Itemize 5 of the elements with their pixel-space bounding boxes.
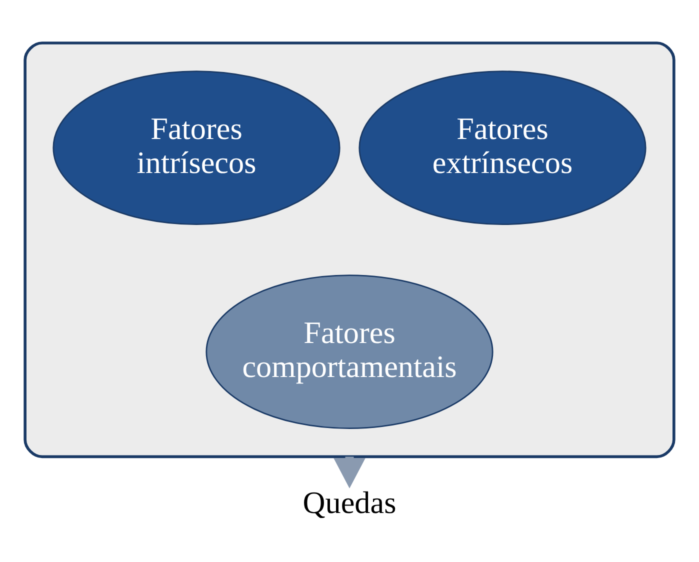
node-ellipse: Fatores extrínsecos [358,70,646,226]
node-text: Quedas [302,484,396,520]
node-ellipse: Fatores comportamentais [206,274,494,430]
cluster [24,42,676,458]
node-ellipse: Fatores intrísecos [52,70,340,226]
